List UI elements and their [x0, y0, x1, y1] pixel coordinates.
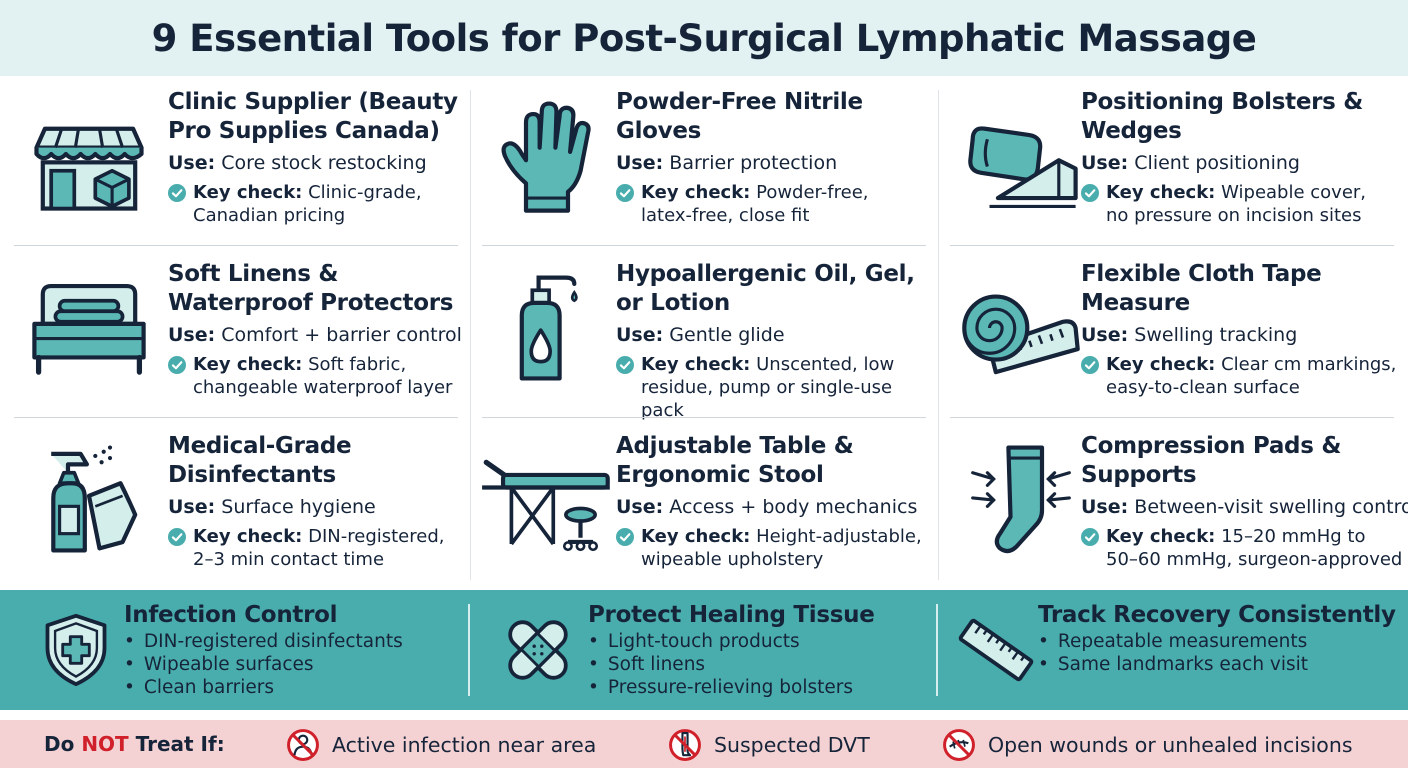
principle-title: Infection Control [124, 602, 338, 628]
tool-title: Flexible Cloth Tape Measure [1081, 261, 1322, 316]
pump-bottle-icon [484, 268, 610, 386]
page-title: 9 Essential Tools for Post-Surgical Lymp… [151, 16, 1257, 60]
tool-key-check: Key check: Clinic-grade, Canadian pricin… [168, 181, 460, 227]
tool-title: Medical-Grade Disinfectants [168, 433, 352, 488]
principle-title: Track Recovery Consistently [1038, 602, 1396, 628]
tool-key-check: Key check: Wipeable cover, no pressure o… [1081, 181, 1408, 227]
tool-key-check: Key check: Height-adjustable, wipeable u… [616, 525, 934, 571]
contraindication-open-wounds: Open wounds or unhealed incisions [942, 728, 1353, 762]
tool-card-bolsters: Positioning Bolsters & Wedges Use: Clien… [940, 76, 1408, 246]
tool-card-disinfectants: Medical-Grade Disinfectants Use: Surface… [8, 420, 460, 590]
tool-title: Positioning Bolsters & Wedges [1081, 89, 1364, 144]
check-circle-icon [616, 184, 634, 202]
tool-card-linens: Soft Linens & Waterproof Protectors Use:… [8, 248, 462, 418]
divider [938, 90, 939, 580]
principle-list: Light-touch products Soft linens Pressur… [588, 630, 875, 699]
check-circle-icon [616, 356, 634, 374]
check-circle-icon [1081, 528, 1099, 546]
bandage-icon [500, 612, 576, 688]
header-banner: 9 Essential Tools for Post-Surgical Lymp… [0, 0, 1408, 76]
tool-title: Adjustable Table & Ergonomic Stool [616, 433, 854, 488]
list-item: Clean barriers [124, 676, 403, 699]
tool-key-check: Key check: Soft fabric, changeable water… [168, 353, 460, 399]
list-item: Light-touch products [588, 630, 875, 653]
contraindication-text: Open wounds or unhealed incisions [988, 733, 1353, 757]
check-circle-icon [168, 528, 186, 546]
tool-use: Use: Swelling tracking [1081, 324, 1298, 346]
tool-title: Soft Linens & Waterproof Protectors [168, 261, 454, 316]
tool-card-table-stool: Adjustable Table & Ergonomic Stool Use: … [466, 420, 934, 590]
list-item: Soft linens [588, 653, 875, 676]
tool-use: Use: Gentle glide [616, 324, 785, 346]
list-item: DIN-registered disinfectants [124, 630, 403, 653]
bed-linens-icon [26, 268, 152, 386]
tool-key-check: Key check: DIN-registered, 2–3 min conta… [168, 525, 460, 571]
list-item: Same landmarks each visit [1038, 653, 1396, 676]
check-circle-icon [168, 184, 186, 202]
tool-key-check: Key check: Powder-free, latex-free, clos… [616, 181, 934, 227]
principle-list: Repeatable measurements Same landmarks e… [1038, 630, 1396, 676]
tools-grid: Clinic Supplier (Beauty Pro Supplies Can… [0, 76, 1408, 590]
check-circle-icon [616, 528, 634, 546]
principle-track-recovery: Track Recovery Consistently Repeatable m… [938, 590, 1408, 710]
divider [14, 245, 458, 246]
tool-title: Compression Pads & Supports [1081, 433, 1342, 488]
principle-infection-control: Infection Control DIN-registered disinfe… [0, 590, 468, 710]
tape-measure-icon [958, 268, 1084, 386]
tool-card-nitrile-gloves: Powder-Free Nitrile Gloves Use: Barrier … [466, 76, 934, 246]
divider [470, 90, 471, 580]
glove-icon [484, 96, 610, 214]
contraindications-bar: Do NOT Treat If: Active infection near a… [0, 720, 1408, 768]
tool-title: Clinic Supplier (Beauty Pro Supplies Can… [168, 89, 458, 144]
principle-list: DIN-registered disinfectants Wipeable su… [124, 630, 403, 699]
tool-key-check: Key check: 15–20 mmHg to 50–60 mmHg, sur… [1081, 525, 1408, 571]
tool-use: Use: Between-visit swelling control [1081, 496, 1408, 518]
tool-card-clinic-supplier: Clinic Supplier (Beauty Pro Supplies Can… [8, 76, 460, 246]
spray-bottle-icon [26, 440, 152, 558]
no-open-wound-icon [943, 729, 975, 761]
bolster-wedge-icon [958, 96, 1084, 214]
tool-card-tape-measure: Flexible Cloth Tape Measure Use: Swellin… [940, 248, 1408, 418]
principle-title: Protect Healing Tissue [588, 602, 875, 628]
list-item: Repeatable measurements [1038, 630, 1396, 653]
no-dvt-icon [669, 729, 701, 761]
check-circle-icon [1081, 184, 1099, 202]
principles-band: Infection Control DIN-registered disinfe… [0, 590, 1408, 710]
contraindication-text: Active infection near area [332, 733, 597, 757]
check-circle-icon [168, 356, 186, 374]
tool-use: Use: Access + body mechanics [616, 496, 918, 518]
tool-use: Use: Core stock restocking [168, 152, 427, 174]
divider [936, 604, 938, 696]
divider [482, 245, 926, 246]
shield-cross-icon [38, 612, 114, 688]
divider [950, 245, 1394, 246]
tool-key-check: Key check: Unscented, low residue, pump … [616, 353, 934, 422]
check-circle-icon [1081, 356, 1099, 374]
divider [468, 604, 470, 696]
storefront-icon [26, 96, 152, 214]
divider [950, 417, 1394, 418]
tool-card-compression: Compression Pads & Supports Use: Between… [940, 420, 1408, 590]
principle-protect-tissue: Protect Healing Tissue Light-touch produ… [470, 590, 936, 710]
contraindication-text: Suspected DVT [714, 733, 870, 757]
tool-use: Use: Barrier protection [616, 152, 838, 174]
divider [482, 417, 926, 418]
compression-sock-icon [958, 440, 1084, 558]
ruler-icon [958, 612, 1034, 688]
contraindications-label: Do NOT Treat If: [44, 732, 225, 756]
tool-title: Powder-Free Nitrile Gloves [616, 89, 863, 144]
contraindication-infection: Active infection near area [286, 728, 596, 762]
massage-table-icon [480, 440, 614, 558]
tool-use: Use: Client positioning [1081, 152, 1300, 174]
tool-title: Hypoallergenic Oil, Gel, or Lotion [616, 261, 915, 316]
divider [14, 417, 458, 418]
tool-use: Use: Comfort + barrier control [168, 324, 462, 346]
list-item: Pressure-relieving bolsters [588, 676, 875, 699]
no-infection-icon [287, 729, 319, 761]
tool-card-oil-gel-lotion: Hypoallergenic Oil, Gel, or Lotion Use: … [466, 248, 934, 421]
contraindication-dvt: Suspected DVT [668, 728, 870, 762]
list-item: Wipeable surfaces [124, 653, 403, 676]
tool-key-check: Key check: Clear cm markings, easy-to-cl… [1081, 353, 1408, 399]
tool-use: Use: Surface hygiene [168, 496, 376, 518]
